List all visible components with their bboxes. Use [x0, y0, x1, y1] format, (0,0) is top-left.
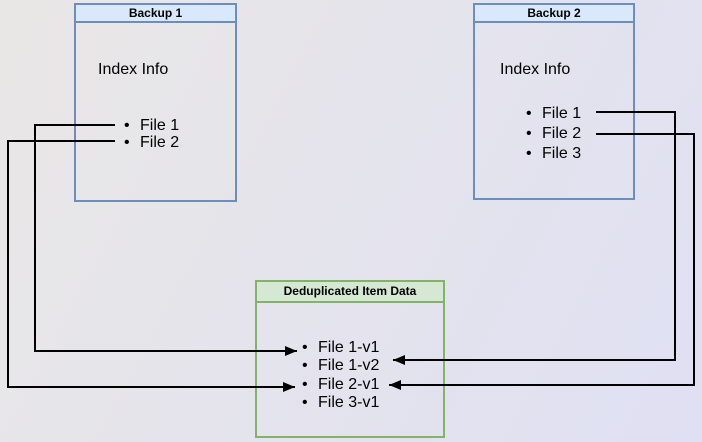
dedup-header: Deduplicated Item Data	[257, 282, 443, 303]
backup2-file-1: • File 1	[526, 104, 581, 124]
backup2-file-2: • File 2	[526, 124, 581, 144]
bullet-icon: •	[526, 105, 532, 122]
backup1-index-info-label: Index Info	[98, 61, 169, 78]
dedup-item-file1v1-label: File 1-v1	[318, 339, 380, 356]
backup1-box: Backup 1 Index Info • File 1 • File 2	[74, 3, 237, 202]
bullet-icon: •	[302, 394, 308, 412]
backup2-box: Backup 2 Index Info • File 1 • File 2 • …	[473, 3, 635, 200]
backup2-file-3-label: File 3	[542, 145, 582, 162]
bullet-icon: •	[302, 375, 308, 393]
backup2-file-2-label: File 2	[542, 125, 582, 142]
dedup-item-list: • File 1-v1 • File 1-v2 • File 2-v1 • Fi…	[302, 339, 379, 413]
dedup-box: Deduplicated Item Data • File 1-v1 • Fil…	[255, 280, 445, 438]
bullet-icon: •	[302, 357, 308, 375]
dedup-item-file2v1-label: File 2-v1	[318, 375, 380, 393]
bullet-icon: •	[124, 134, 130, 151]
dedup-item-file2v1: • File 2-v1	[302, 376, 379, 394]
backup1-file-1-label: File 1	[140, 117, 180, 134]
bullet-icon: •	[124, 117, 130, 134]
backup1-file-2-label: File 2	[140, 134, 180, 151]
bullet-icon: •	[302, 339, 308, 356]
backup1-header: Backup 1	[76, 5, 235, 23]
dedup-item-file1v1: • File 1-v1	[302, 339, 379, 357]
dedup-item-file3v1: • File 3-v1	[302, 394, 379, 412]
backup2-header: Backup 2	[475, 5, 633, 23]
backup2-index-info-label: Index Info	[500, 61, 571, 78]
dedup-item-file3v1-label: File 3-v1	[318, 394, 380, 412]
backup2-file-list: • File 1 • File 2 • File 3	[526, 104, 581, 164]
backup2-file-1-label: File 1	[542, 105, 582, 122]
backup2-file-3: • File 3	[526, 144, 581, 164]
backup1-file-2: • File 2	[124, 134, 179, 151]
dedup-item-file1v2-label: File 1-v2	[318, 357, 380, 375]
dedup-item-file1v2: • File 1-v2	[302, 357, 379, 375]
backup1-file-1: • File 1	[124, 117, 179, 134]
backup1-file-list: • File 1 • File 2	[124, 117, 179, 151]
bullet-icon: •	[526, 125, 532, 142]
bullet-icon: •	[526, 145, 532, 162]
